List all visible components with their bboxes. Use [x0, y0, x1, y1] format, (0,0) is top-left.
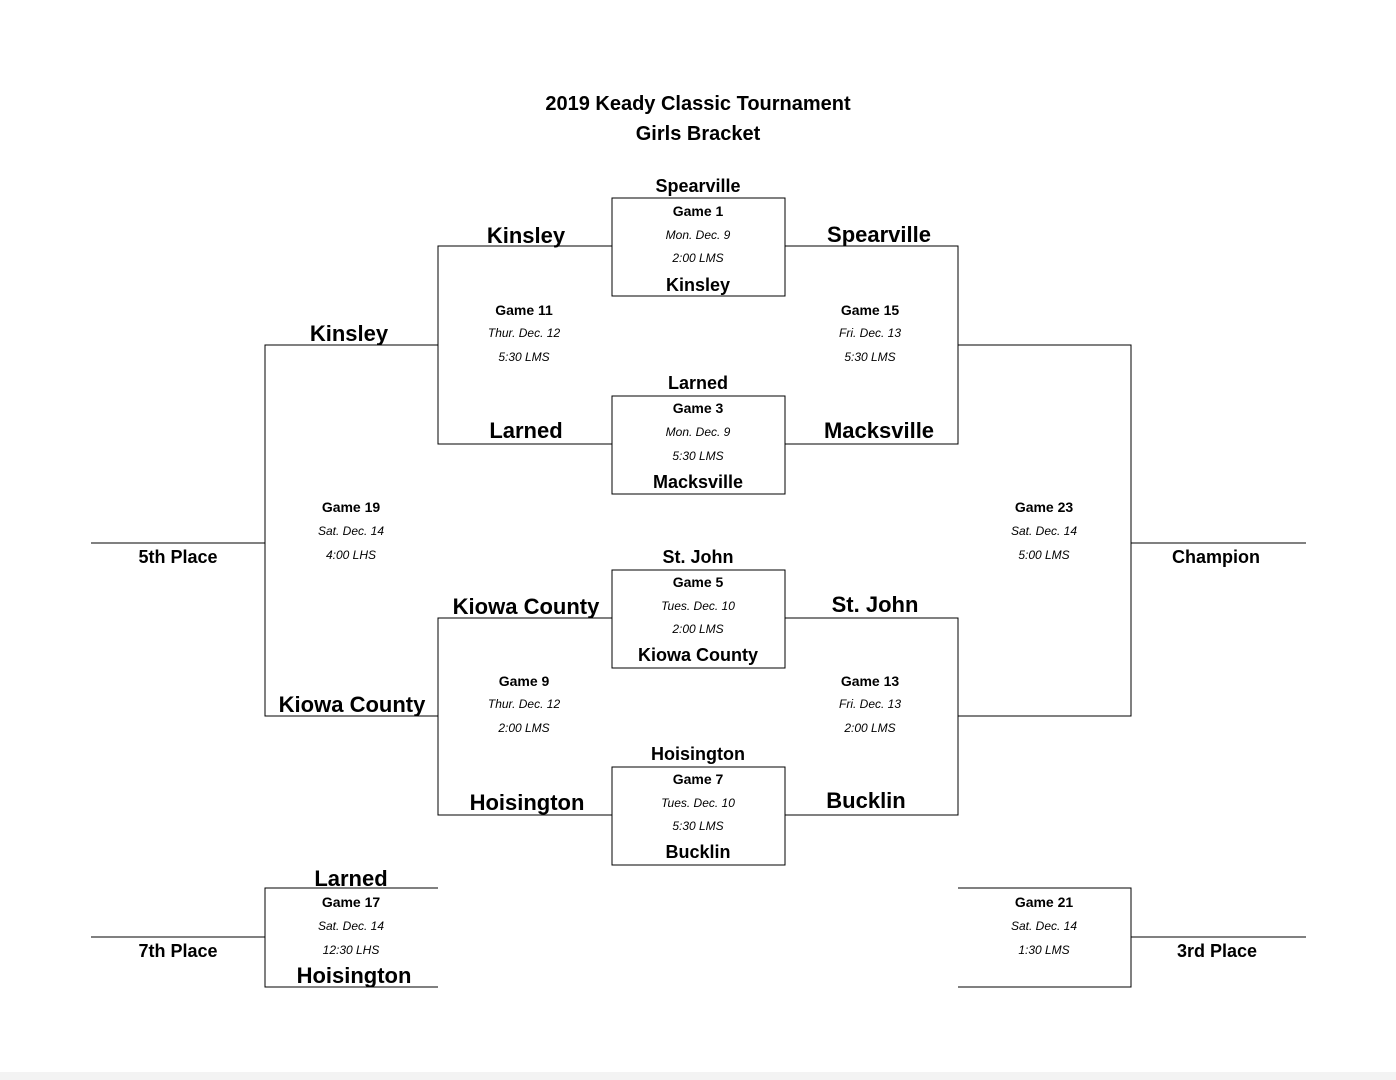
- game-9-time: 2:00 LMS: [498, 721, 550, 735]
- game-9-label: Game 9: [498, 673, 550, 689]
- game-9-team-top: Kiowa County: [452, 594, 600, 619]
- game-9-team-bottom: Hoisington: [469, 790, 585, 815]
- game-13-label: Game 13: [840, 673, 900, 689]
- game-19-time: 4:00 LHS: [325, 548, 377, 562]
- game-11-date: Thur. Dec. 12: [487, 326, 561, 340]
- game-19-bracket: [264, 344, 438, 717]
- game-7-team-top: Hoisington: [651, 744, 745, 764]
- game-19-label: Game 19: [321, 499, 381, 515]
- game-17-date: Sat. Dec. 14: [317, 919, 385, 933]
- game-23-date: Sat. Dec. 14: [1010, 524, 1078, 538]
- game-15-label: Game 15: [840, 302, 900, 318]
- game-23-label: Game 23: [1014, 499, 1074, 515]
- game-7-label: Game 7: [672, 771, 724, 787]
- game-5-team-top: St. John: [662, 547, 734, 567]
- game-21-time: 1:30 LMS: [1018, 943, 1070, 957]
- game-5-time: 2:00 LMS: [672, 622, 724, 636]
- game-23-time: 5:00 LMS: [1018, 548, 1070, 562]
- game-1-time: 2:00 LMS: [672, 251, 724, 265]
- game-17-label: Game 17: [321, 894, 381, 910]
- page-title: 2019 Keady Classic Tournament: [545, 93, 851, 115]
- game-11-team-top: Kinsley: [486, 223, 566, 248]
- game-5-date: Tues. Dec. 10: [661, 599, 735, 613]
- game-3-time: 5:30 LMS: [672, 449, 724, 463]
- third-place-label: 3rd Place: [1176, 941, 1258, 961]
- game-17-team-top: Larned: [314, 866, 388, 891]
- game-9-date: Thur. Dec. 12: [487, 697, 561, 711]
- game-17-team-bottom: Hoisington: [296, 963, 412, 988]
- game-15-team-top: Spearville: [827, 222, 931, 247]
- game-7-team-bottom: Bucklin: [665, 842, 731, 862]
- game-21-date: Sat. Dec. 14: [1010, 919, 1078, 933]
- game-11-time: 5:30 LMS: [498, 350, 550, 364]
- champion-label: Champion: [1172, 547, 1260, 567]
- game-5-team-bottom: Kiowa County: [638, 645, 758, 665]
- game-19-team-top: Kinsley: [309, 321, 389, 346]
- game-19-date: Sat. Dec. 14: [317, 524, 385, 538]
- game-13-team-top: St. John: [831, 592, 919, 617]
- game-3-date: Mon. Dec. 9: [665, 425, 731, 439]
- game-15-time: 5:30 LMS: [844, 350, 896, 364]
- game-1-team-top: Spearville: [655, 176, 741, 196]
- game-13-time: 2:00 LMS: [844, 721, 896, 735]
- game-3-label: Game 3: [672, 400, 724, 416]
- fifth-place-label: 5th Place: [138, 547, 218, 567]
- game-1-label: Game 1: [672, 203, 724, 219]
- game-1-date: Mon. Dec. 9: [665, 228, 731, 242]
- game-9-bracket: [437, 617, 612, 816]
- game-1-box: [611, 197, 786, 297]
- game-11-bracket: [437, 245, 612, 445]
- game-15-bracket: [785, 245, 959, 445]
- game-7-box: [611, 766, 786, 866]
- game-5-box: [611, 569, 786, 669]
- game-11-team-bottom: Larned: [489, 418, 563, 443]
- game-23-bracket: [958, 344, 1132, 717]
- game-11-label: Game 11: [495, 302, 553, 318]
- page-subtitle: Girls Bracket: [635, 123, 761, 145]
- game-17-time: 12:30 LHS: [322, 943, 380, 957]
- game-13-bracket: [785, 617, 959, 816]
- game-3-team-top: Larned: [667, 373, 729, 393]
- game-3-team-bottom: Macksville: [652, 472, 744, 492]
- game-7-time: 5:30 LMS: [672, 819, 724, 833]
- seventh-place-label: 7th Place: [138, 941, 218, 961]
- game-13-date: Fri. Dec. 13: [838, 697, 902, 711]
- game-7-date: Tues. Dec. 10: [661, 796, 735, 810]
- game-5-label: Game 5: [672, 574, 724, 590]
- page-bottom-band: [0, 1072, 1396, 1080]
- game-15-team-bottom: Macksville: [823, 418, 935, 443]
- game-15-date: Fri. Dec. 13: [838, 326, 902, 340]
- game-1-team-bottom: Kinsley: [665, 275, 731, 295]
- game-21-label: Game 21: [1014, 894, 1074, 910]
- game-3-box: [611, 395, 786, 495]
- game-13-team-bottom: Bucklin: [826, 788, 906, 813]
- game-19-team-bottom: Kiowa County: [278, 692, 426, 717]
